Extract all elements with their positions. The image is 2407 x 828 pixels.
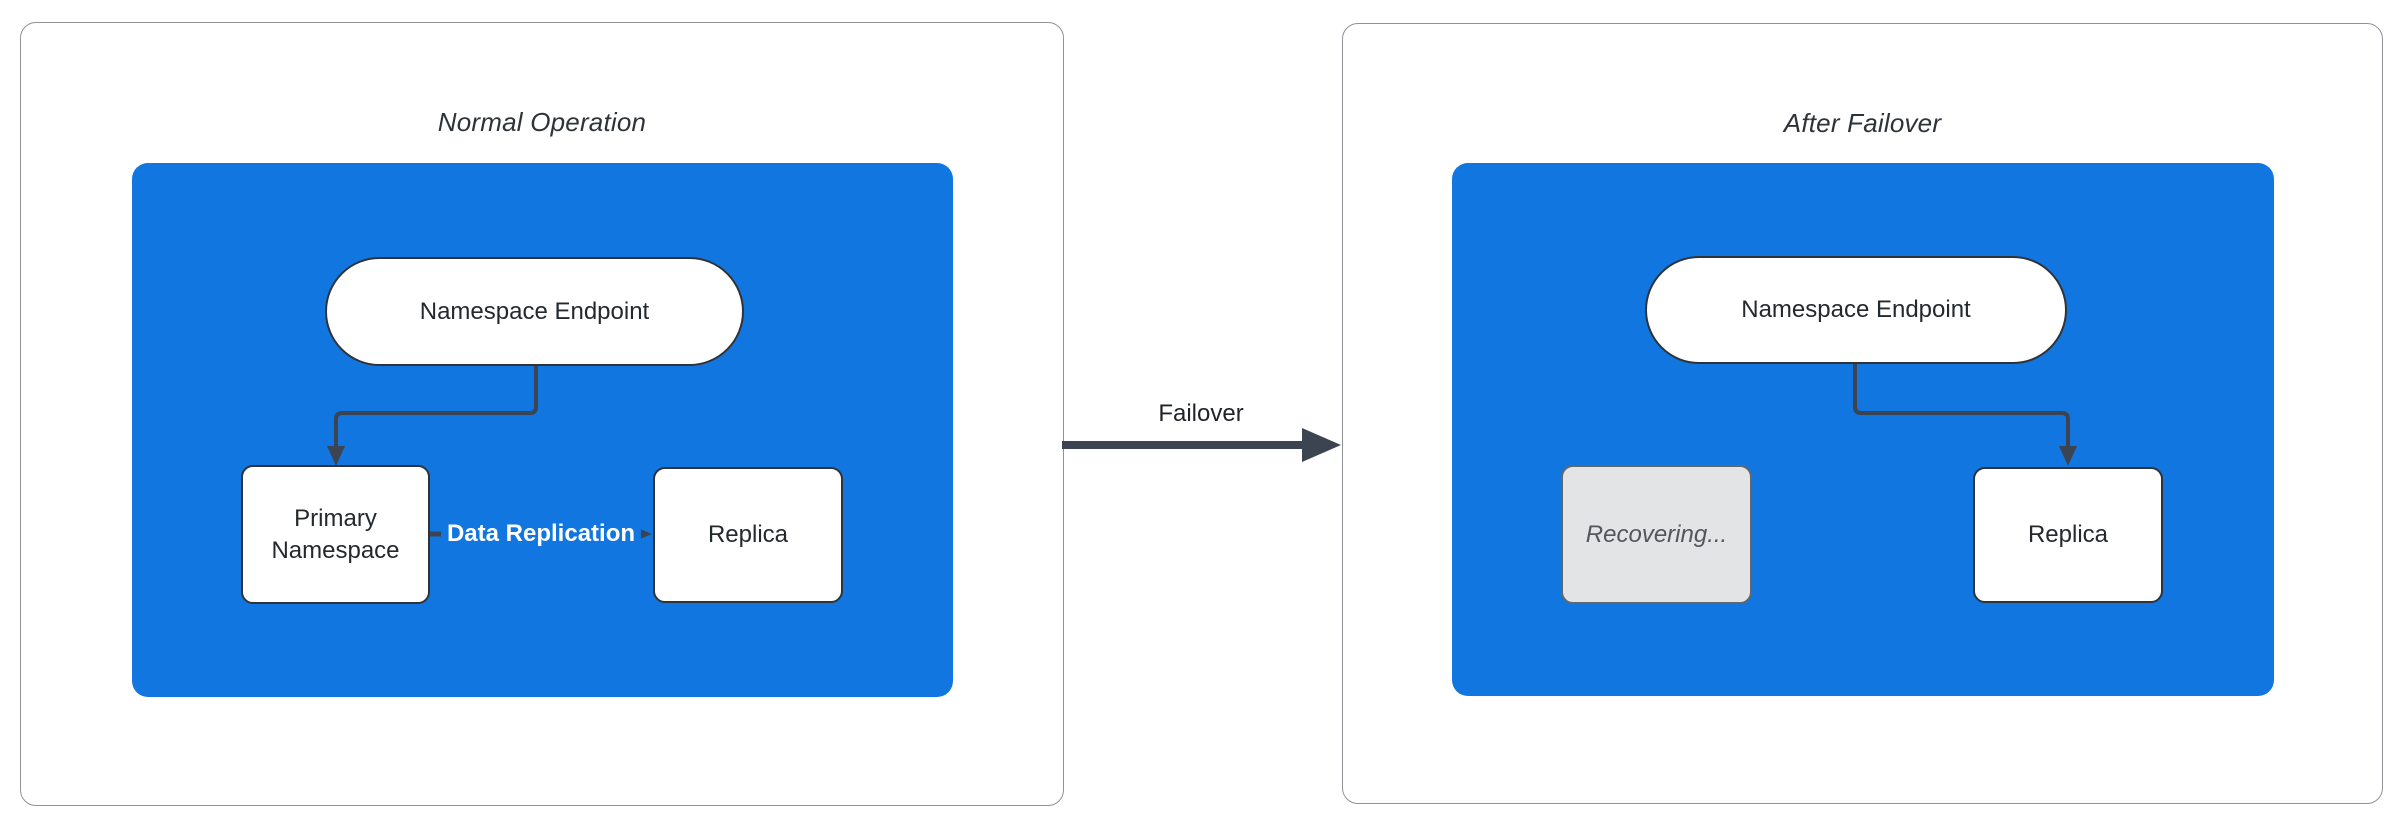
node-replica-left: Replica	[653, 467, 843, 603]
edge-label-data-replication: Data Replication	[440, 518, 642, 550]
node-replica-right-label: Replica	[2027, 521, 2109, 549]
cluster-normal-operation	[132, 163, 953, 697]
node-namespace-endpoint-left: Namespace Endpoint	[325, 257, 744, 366]
node-recovering: Recovering...	[1561, 465, 1752, 604]
node-namespace-endpoint-left-label: Namespace Endpoint	[419, 297, 650, 325]
node-namespace-endpoint-right-label: Namespace Endpoint	[1741, 296, 1971, 324]
failover-arrowhead	[1302, 428, 1341, 462]
node-primary-namespace: Primary Namespace	[241, 465, 430, 604]
failover-arrow-label: Failover	[1158, 400, 1244, 427]
node-primary-namespace-label: Primary Namespace	[271, 505, 400, 564]
panel-title-normal-operation: Normal Operation	[437, 107, 647, 137]
node-replica-right: Replica	[1973, 467, 2163, 603]
cluster-after-failover	[1452, 163, 2274, 696]
node-replica-left-label: Replica	[707, 521, 789, 549]
panel-title-after-failover: After Failover	[1783, 108, 1942, 138]
node-namespace-endpoint-right: Namespace Endpoint	[1645, 256, 2067, 364]
node-recovering-label: Recovering...	[1585, 520, 1728, 548]
